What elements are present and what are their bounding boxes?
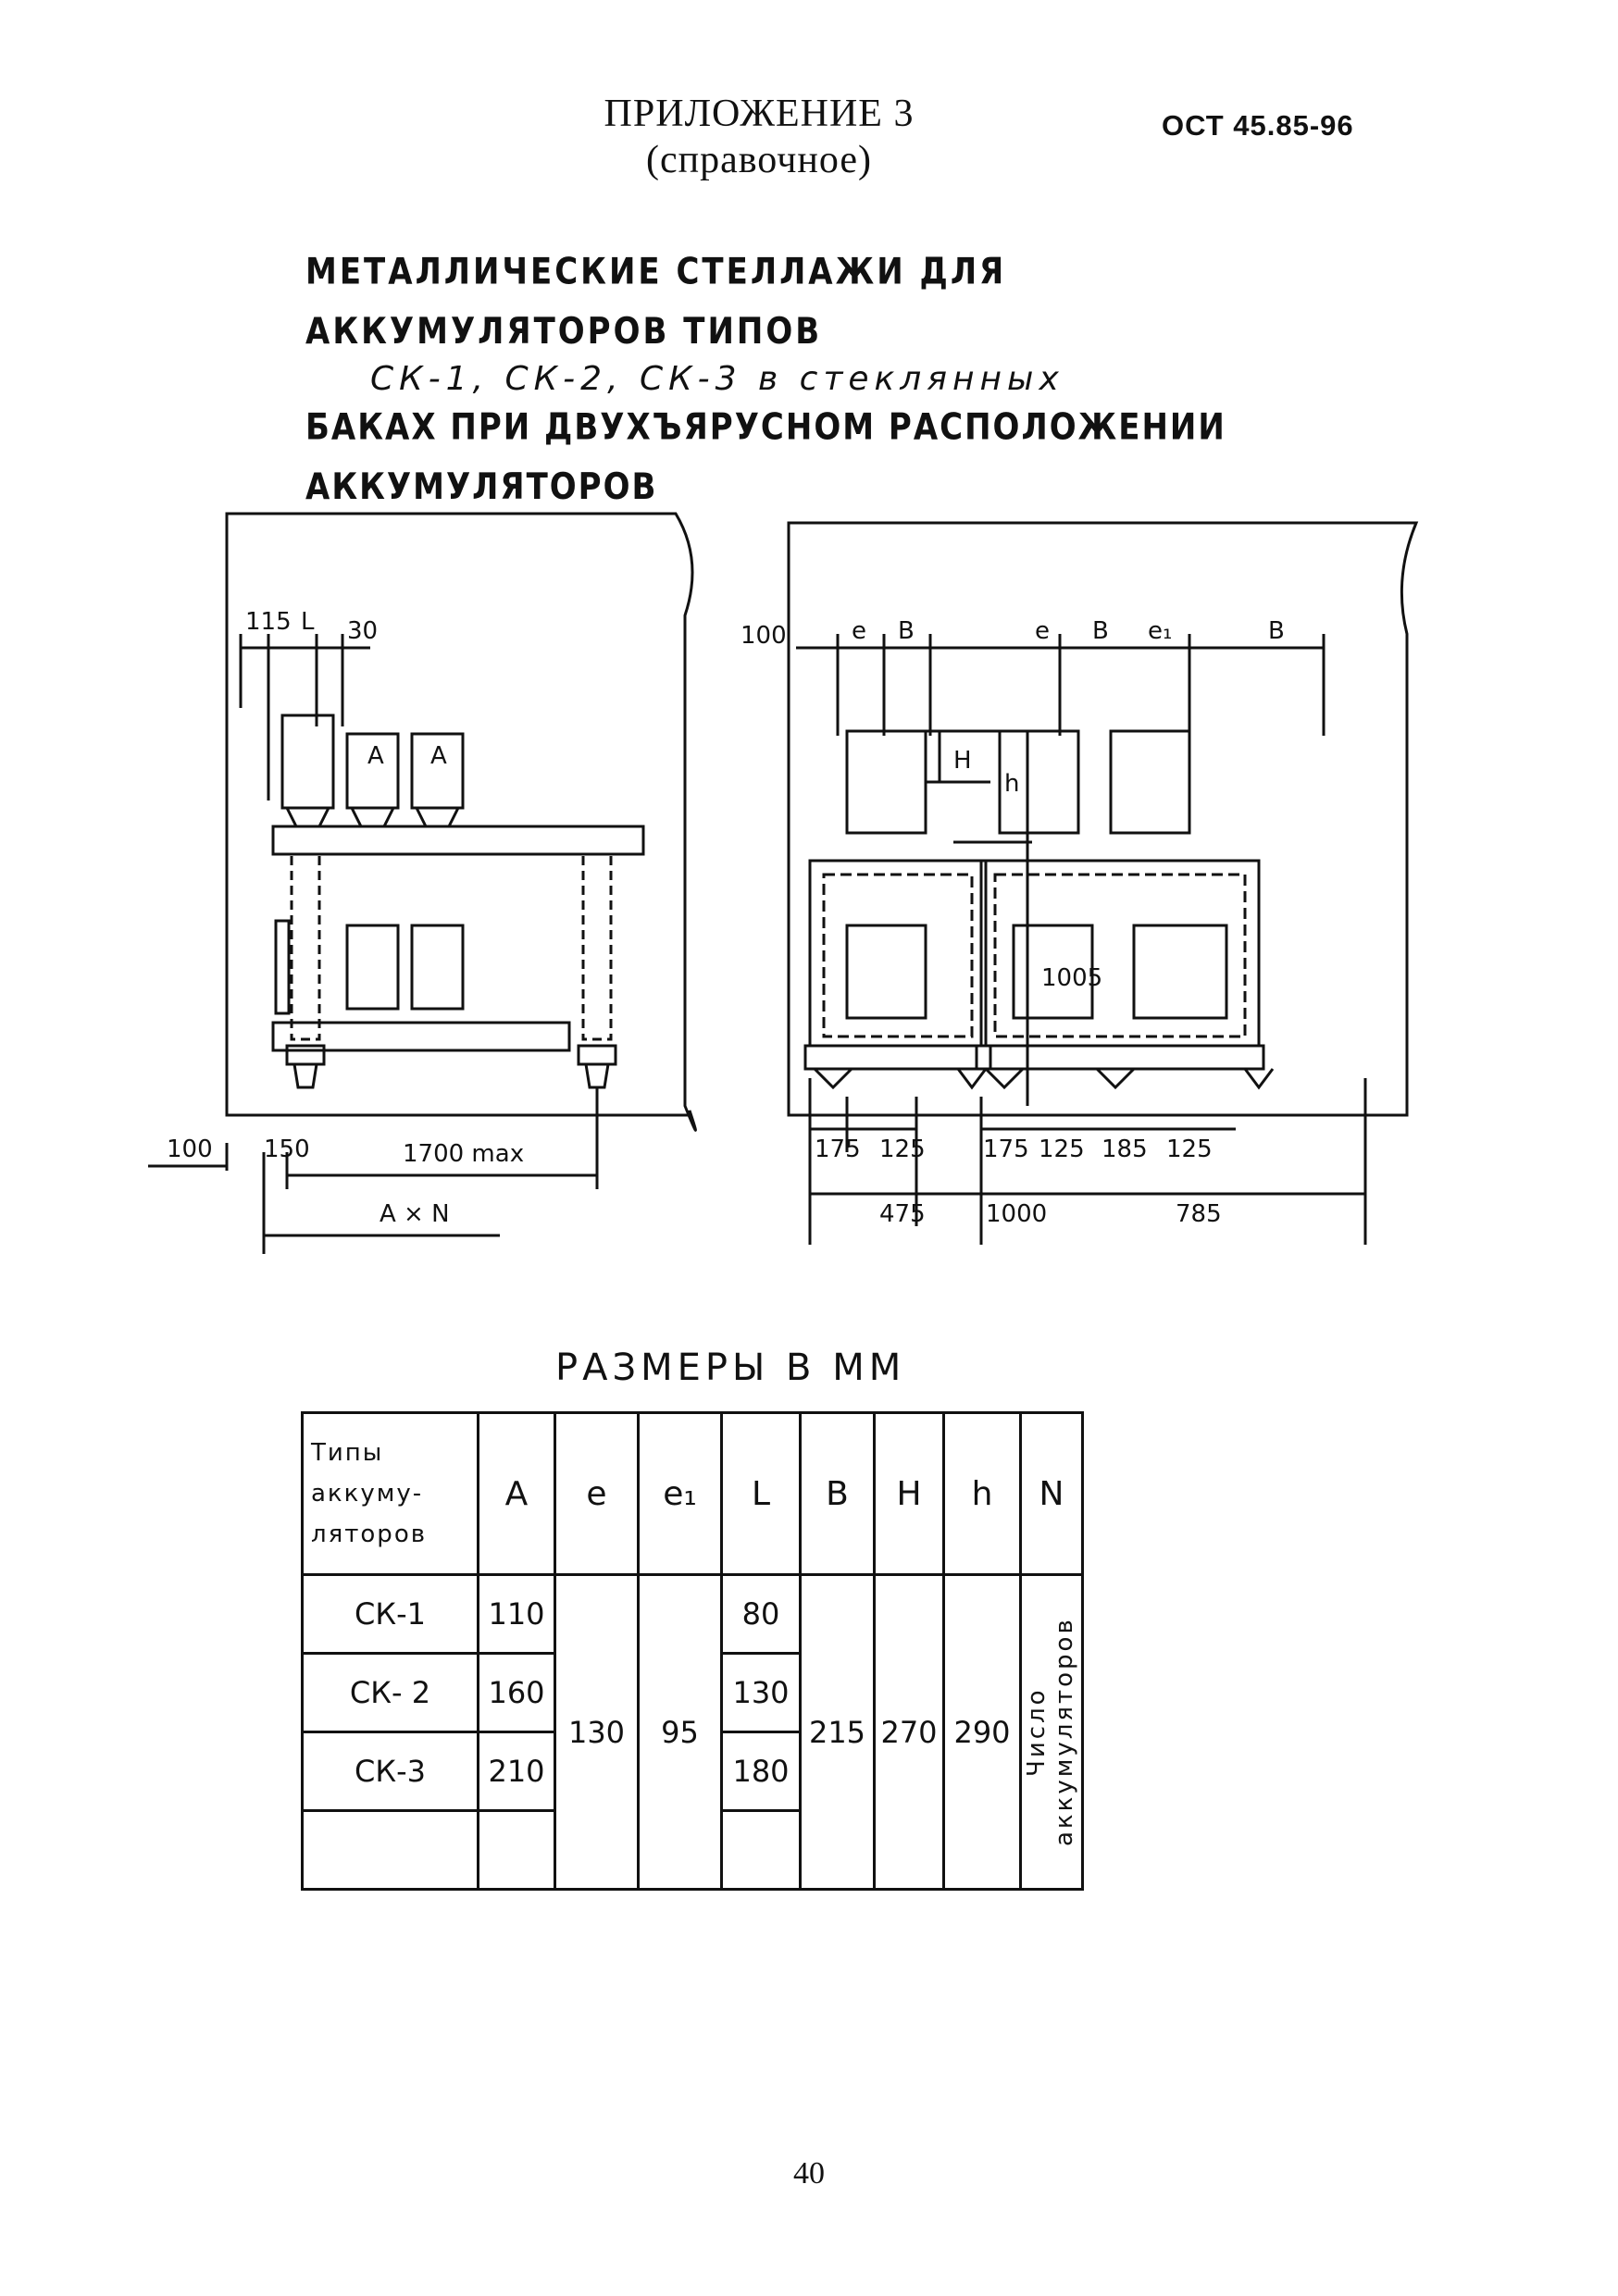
- cell-l: 130: [720, 1652, 802, 1733]
- dim-e-2: e: [1035, 617, 1050, 645]
- table-row-empty: [301, 1809, 1083, 1891]
- appendix-note: (справочное): [646, 139, 872, 181]
- dim-475: 475: [879, 1200, 926, 1228]
- dim-1700-max: 1700 max: [403, 1140, 524, 1168]
- cell-empty: [720, 1809, 802, 1891]
- dim-115: 115: [245, 608, 292, 636]
- dim-100-right: 100: [741, 622, 787, 650]
- page-number: 40: [793, 2156, 825, 2191]
- dim-125-c: 125: [1166, 1136, 1213, 1163]
- document-code: ОСТ 45.85-96: [1162, 109, 1354, 142]
- header-l: L: [720, 1411, 802, 1576]
- dim-e-1: e: [852, 617, 866, 645]
- cell-label-a2: A: [430, 742, 447, 770]
- dim-H: H: [953, 747, 972, 775]
- header-n: N: [1019, 1411, 1084, 1576]
- table-row: СК- 2 160 130: [301, 1652, 1083, 1733]
- dim-L: L: [301, 608, 315, 636]
- dim-e1: e₁: [1148, 617, 1172, 645]
- dim-1000: 1000: [986, 1200, 1047, 1228]
- cell-type: СК-1: [301, 1573, 479, 1655]
- dim-axn: A × N: [380, 1200, 450, 1228]
- dim-150: 150: [264, 1136, 310, 1163]
- cell-l: 80: [720, 1573, 802, 1655]
- upper-battery-cells: [280, 714, 465, 827]
- dim-30: 30: [347, 617, 378, 645]
- dim-125-b: 125: [1039, 1136, 1085, 1163]
- header-e1: e₁: [637, 1411, 723, 1576]
- cell-label-a1: A: [367, 742, 384, 770]
- figure-title: МЕТАЛЛИЧЕСКИЕ СТЕЛЛАЖИ ДЛЯ АККУМУЛЯТОРОВ…: [305, 250, 1277, 509]
- dim-b-2: B: [1092, 617, 1109, 645]
- header-types: Типы аккуму- ляторов: [301, 1411, 479, 1576]
- appendix-header: ПРИЛОЖЕНИЕ 3 (справочное): [518, 91, 1000, 183]
- lower-battery-cells: [274, 919, 465, 1015]
- sizes-table: Типы аккуму- ляторов A e e₁ L B H h N СК…: [301, 1411, 1084, 1891]
- dim-125-a: 125: [879, 1136, 926, 1163]
- dim-175-b: 175: [983, 1136, 1029, 1163]
- cell-n: Число аккумуляторов: [1019, 1573, 1084, 1891]
- cell-a: 210: [477, 1731, 556, 1812]
- dim-b-3: B: [1268, 617, 1285, 645]
- dim-785: 785: [1176, 1200, 1222, 1228]
- cell-type: СК-3: [301, 1731, 479, 1812]
- title-line-2: СК-1, СК-2, СК-3 в стеклянных: [370, 360, 1064, 398]
- header-b: B: [799, 1411, 876, 1576]
- n-note: Число аккумуляторов: [1023, 1617, 1078, 1847]
- dim-b-1: B: [898, 617, 915, 645]
- cell-b: 215: [799, 1573, 876, 1891]
- cell-a: 110: [477, 1573, 556, 1655]
- dim-175-a: 175: [815, 1136, 861, 1163]
- header-a: A: [477, 1411, 556, 1576]
- cell-empty: [477, 1809, 556, 1891]
- cell-h-lower: 290: [942, 1573, 1022, 1891]
- right-rack-view: [787, 521, 1419, 1245]
- dim-h: h: [1004, 770, 1019, 798]
- header-h-upper: H: [873, 1411, 945, 1576]
- cell-type: СК- 2: [301, 1652, 479, 1733]
- rack-drawing: 115 L 30 A A 100 150 1700 max A × N: [148, 512, 1419, 1254]
- table-header-row: Типы аккуму- ляторов A e e₁ L B H h N: [301, 1411, 1084, 1576]
- table-row: СК-3 210 180: [301, 1731, 1083, 1812]
- cell-empty: [301, 1809, 479, 1891]
- title-line-3: БАКАХ ПРИ ДВУХЪЯРУСНОМ РАСПОЛОЖЕНИИ АККУ…: [305, 405, 1226, 509]
- left-rack-view: [148, 512, 697, 1254]
- header-e: e: [554, 1411, 640, 1576]
- dim-100-left: 100: [167, 1136, 213, 1163]
- appendix-title: ПРИЛОЖЕНИЕ 3: [604, 93, 915, 135]
- dim-185: 185: [1101, 1136, 1148, 1163]
- cell-e: 130: [554, 1573, 640, 1891]
- sizes-caption: РАЗМЕРЫ В ММ: [555, 1347, 906, 1389]
- header-h-lower: h: [942, 1411, 1022, 1576]
- dim-1005: 1005: [1041, 964, 1102, 992]
- cell-l: 180: [720, 1731, 802, 1812]
- table-row: СК-1 110 130 95 80 215 270 290 Число акк…: [301, 1573, 1084, 1891]
- cell-h-upper: 270: [873, 1573, 945, 1891]
- cell-a: 160: [477, 1652, 556, 1733]
- cell-e1: 95: [637, 1573, 723, 1891]
- title-line-1: МЕТАЛЛИЧЕСКИЕ СТЕЛЛАЖИ ДЛЯ АККУМУЛЯТОРОВ…: [305, 250, 1007, 354]
